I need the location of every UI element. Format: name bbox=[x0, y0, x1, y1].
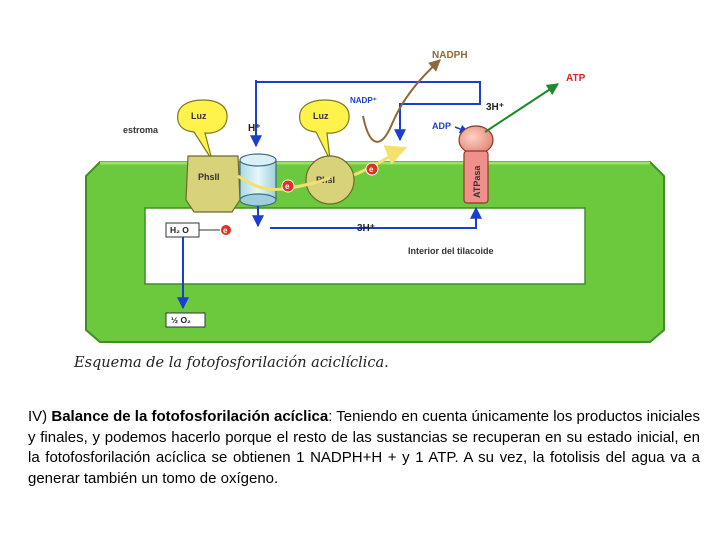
label-interior: Interior del tilacoide bbox=[408, 246, 494, 256]
atp-arrow bbox=[484, 83, 560, 133]
photosystem-I: PhsI bbox=[305, 155, 355, 205]
diagram-caption: Esquema de la fotofosforilación aciclícl… bbox=[74, 355, 389, 371]
label-e1: e bbox=[285, 182, 290, 191]
label-e3: e bbox=[223, 226, 228, 235]
photosystem-II: PhsII bbox=[185, 155, 241, 213]
label-adp: ADP bbox=[432, 121, 451, 131]
label-3h-bottom: 3H⁺ bbox=[357, 223, 375, 234]
atp-synthase: ATPasa bbox=[458, 125, 494, 204]
label-luz-left: Luz bbox=[191, 111, 207, 121]
label-h2o: H₂ O bbox=[170, 225, 189, 235]
nadph-arrow bbox=[362, 59, 441, 143]
label-nadph: NADPH bbox=[432, 50, 468, 61]
electron-3: e bbox=[220, 224, 232, 236]
label-nadp-plus: NADP⁺ bbox=[350, 96, 377, 105]
h-bottom-arrow bbox=[270, 206, 482, 229]
label-luz-right: Luz bbox=[313, 111, 329, 121]
section-number: IV) bbox=[28, 408, 52, 425]
electron-2: e bbox=[365, 162, 379, 176]
light-callout-right: Luz bbox=[299, 99, 350, 161]
label-half-o2: ½ O₂ bbox=[171, 315, 191, 325]
label-3h-top: 3H⁺ bbox=[486, 102, 504, 113]
lumen bbox=[144, 207, 586, 285]
light-callout-left: Luz bbox=[177, 99, 228, 161]
water-box: H₂ O bbox=[165, 222, 200, 238]
section-body: : Teniendo en cuenta únicamente los prod… bbox=[28, 408, 700, 487]
cyclic-loop-arrow bbox=[255, 81, 481, 142]
balance-paragraph: IV) Balance de la fotofosforilación acíc… bbox=[28, 407, 700, 489]
label-phsII: PhsII bbox=[198, 172, 220, 182]
label-h-plus: H⁺ bbox=[248, 123, 261, 134]
section-title: Balance de la fotofosforilación acíclica bbox=[51, 408, 329, 425]
label-estroma: estroma bbox=[123, 125, 159, 135]
label-atpasa: ATPasa bbox=[472, 165, 482, 198]
label-e2: e bbox=[369, 165, 374, 174]
electron-1: e bbox=[281, 179, 295, 193]
photophosphorylation-diagram: estroma Luz Luz PhsII PhsI e e e H bbox=[85, 50, 665, 343]
oxygen-box: ½ O₂ bbox=[165, 312, 206, 328]
label-atp: ATP bbox=[566, 73, 586, 84]
